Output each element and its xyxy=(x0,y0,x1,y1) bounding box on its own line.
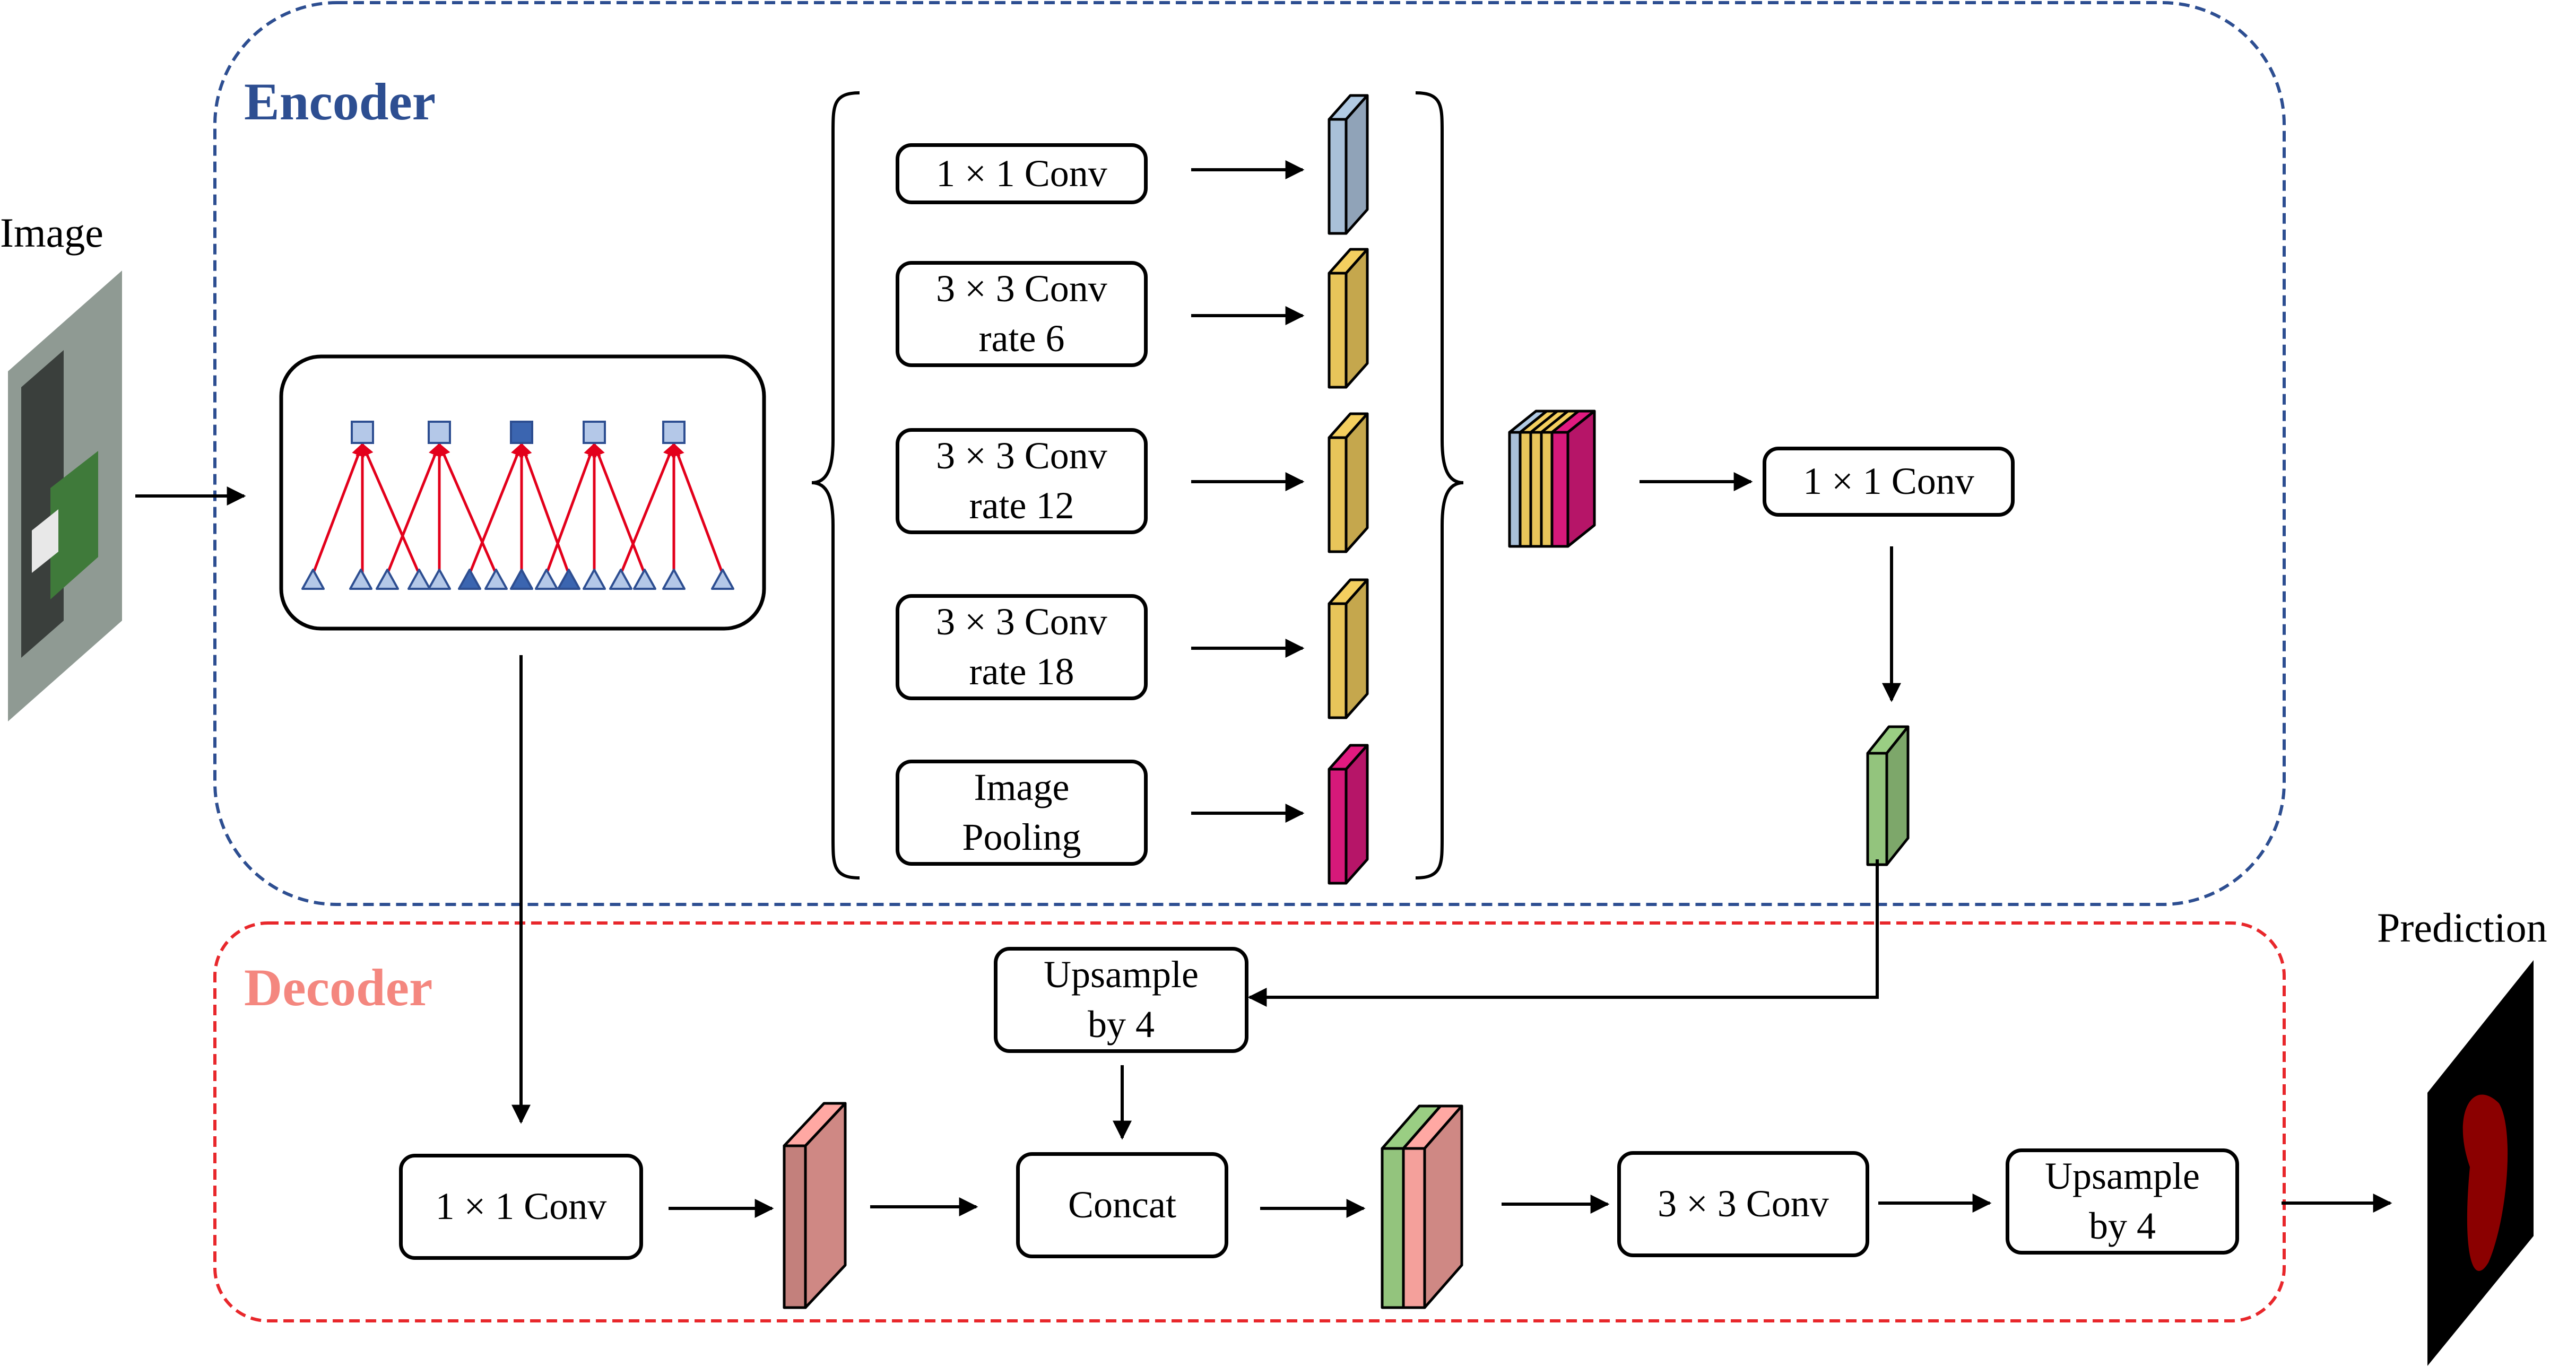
input-node-2 xyxy=(349,569,372,590)
prediction-mask xyxy=(2427,960,2534,1366)
concat-map-red xyxy=(1402,1104,1463,1309)
input-node-10 xyxy=(557,569,580,590)
output-node-5 xyxy=(662,421,686,444)
refine-conv-label: 3 × 3 Conv xyxy=(1658,1182,1829,1225)
branch-4-line2: rate 18 xyxy=(969,650,1074,693)
upsample-top-line1: Upsample xyxy=(1044,953,1199,996)
dilated-connection-5-1 xyxy=(619,442,676,574)
dilated-connection-3-1 xyxy=(468,442,524,574)
decoder-region xyxy=(213,921,2286,1322)
upsample-final-line1: Upsample xyxy=(2045,1155,2200,1198)
dilated-connection-3-3 xyxy=(519,442,570,574)
input-image-thumbnail xyxy=(8,271,122,721)
right-brace xyxy=(1415,91,1464,880)
output-node-1 xyxy=(351,421,374,444)
flow-arrows xyxy=(135,160,2392,1218)
branch-2-output-map xyxy=(1328,248,1369,389)
input-node-12 xyxy=(609,569,632,590)
branch-5-line2: Pooling xyxy=(962,816,1081,858)
upsample-top-line2: by 4 xyxy=(1088,1003,1155,1046)
encoder-title: Encoder xyxy=(244,72,436,131)
dilated-connection-5-3 xyxy=(672,442,724,574)
upsample-final-line2: by 4 xyxy=(2089,1205,2156,1247)
branch-4-output-map xyxy=(1328,578,1369,719)
input-node-1 xyxy=(301,569,325,590)
branch-image-pooling: Image Pooling xyxy=(896,760,1148,866)
branch-1-output-map xyxy=(1328,94,1369,235)
dilated-connection-2-1 xyxy=(386,442,441,574)
branch-1-line1: 1 × 1 Conv xyxy=(936,152,1107,195)
output-node-3 xyxy=(510,421,533,444)
input-node-15 xyxy=(711,569,734,590)
arrow-bottleneck-to-upsample xyxy=(1247,859,1879,1007)
input-node-5 xyxy=(428,569,451,590)
input-node-13 xyxy=(633,569,656,590)
branch-2-line1: 3 × 3 Conv xyxy=(936,267,1107,310)
fuse-1x1-conv: 1 × 1 Conv xyxy=(1763,447,2015,517)
encoder-region xyxy=(213,1,2286,906)
aspp-stack-map-5 xyxy=(1550,410,1596,548)
upsample-by-4-top: Upsample by 4 xyxy=(994,947,1248,1053)
bottleneck-map xyxy=(1866,725,1910,866)
atrous-conv-illustration xyxy=(301,421,734,590)
left-brace xyxy=(811,91,860,880)
dilated-connection-1-1 xyxy=(311,442,365,574)
branch-5-output-map xyxy=(1328,744,1369,885)
branch-1x1-conv: 1 × 1 Conv xyxy=(896,143,1148,204)
input-node-3 xyxy=(376,569,399,590)
dilated-connection-4-1 xyxy=(545,442,596,574)
branch-3-line2: rate 12 xyxy=(969,484,1074,527)
branch-3x3-rate12: 3 × 3 Conv rate 12 xyxy=(896,428,1148,534)
upsample-by-4-final: Upsample by 4 xyxy=(2006,1148,2239,1255)
input-image-label: Image xyxy=(0,210,103,256)
low-level-feature-map-front xyxy=(783,1144,807,1309)
input-node-4 xyxy=(407,569,431,590)
input-node-8 xyxy=(510,569,533,590)
low-level-conv-label: 1 × 1 Conv xyxy=(435,1185,607,1228)
dilated-connection-4-3 xyxy=(592,442,646,574)
branch-3x3-rate6: 3 × 3 Conv rate 6 xyxy=(896,261,1148,367)
branch-5-line1: Image xyxy=(974,766,1070,809)
branch-3-line1: 3 × 3 Conv xyxy=(936,434,1107,477)
input-node-6 xyxy=(458,569,481,590)
input-node-9 xyxy=(535,569,558,590)
branch-2-line2: rate 6 xyxy=(978,317,1065,360)
input-node-11 xyxy=(583,569,606,590)
output-node-2 xyxy=(428,421,451,444)
branch-3x3-rate18: 3 × 3 Conv rate 18 xyxy=(896,594,1148,700)
input-node-7 xyxy=(484,569,508,590)
low-level-1x1-conv: 1 × 1 Conv xyxy=(399,1154,643,1260)
prediction-label: Prediction xyxy=(2377,904,2547,951)
decoder-title: Decoder xyxy=(244,958,433,1017)
branch-3-output-map xyxy=(1328,412,1369,553)
concat-label: Concat xyxy=(1068,1183,1176,1226)
input-node-14 xyxy=(662,569,686,590)
dilated-connection-2-3 xyxy=(438,442,498,575)
dilated-connection-1-3 xyxy=(361,442,421,575)
output-node-4 xyxy=(583,421,606,444)
concat-box: Concat xyxy=(1016,1152,1228,1258)
refine-3x3-conv: 3 × 3 Conv xyxy=(1617,1151,1869,1257)
feature-maps xyxy=(783,94,1910,1309)
fuse-conv-label: 1 × 1 Conv xyxy=(1803,460,1974,503)
branch-4-line1: 3 × 3 Conv xyxy=(936,600,1107,643)
